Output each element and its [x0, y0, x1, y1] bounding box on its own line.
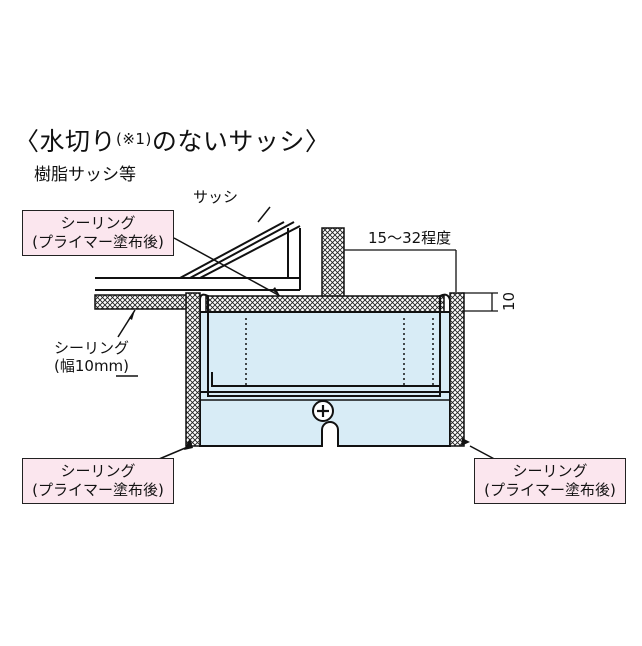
dimension-height-lines	[462, 292, 498, 312]
callout-sealing-top: シーリング(プライマー塗布後)	[22, 210, 174, 256]
dotted-guides	[245, 318, 434, 386]
dimension-range-lines	[344, 249, 457, 292]
sash-label: サッシ	[193, 188, 239, 206]
inner-tray	[211, 372, 441, 387]
wall-board-left	[94, 294, 188, 310]
callout-sealing-bottom-left: シーリング(プライマー塗布後)	[22, 458, 174, 504]
diagram-subtitle: 樹脂サッシ等	[34, 165, 136, 185]
dimension-range-label: 15〜32程度	[368, 229, 452, 247]
unit-body	[199, 311, 451, 447]
vertical-post	[321, 227, 345, 301]
top-sealing-strip	[205, 295, 445, 313]
screw-icon	[312, 400, 334, 422]
sash-frame	[95, 221, 301, 291]
callout-sealing-bottom-right: シーリング(プライマー塗布後)	[474, 458, 626, 504]
side-seal-right	[449, 292, 465, 447]
dimension-height-label: 10	[500, 291, 518, 311]
side-seal-left	[185, 292, 201, 447]
diagram-title: 〈水切り(※1)のないサッシ〉	[14, 127, 331, 156]
sealing-width-label: シーリング (幅10mm)	[54, 339, 130, 375]
